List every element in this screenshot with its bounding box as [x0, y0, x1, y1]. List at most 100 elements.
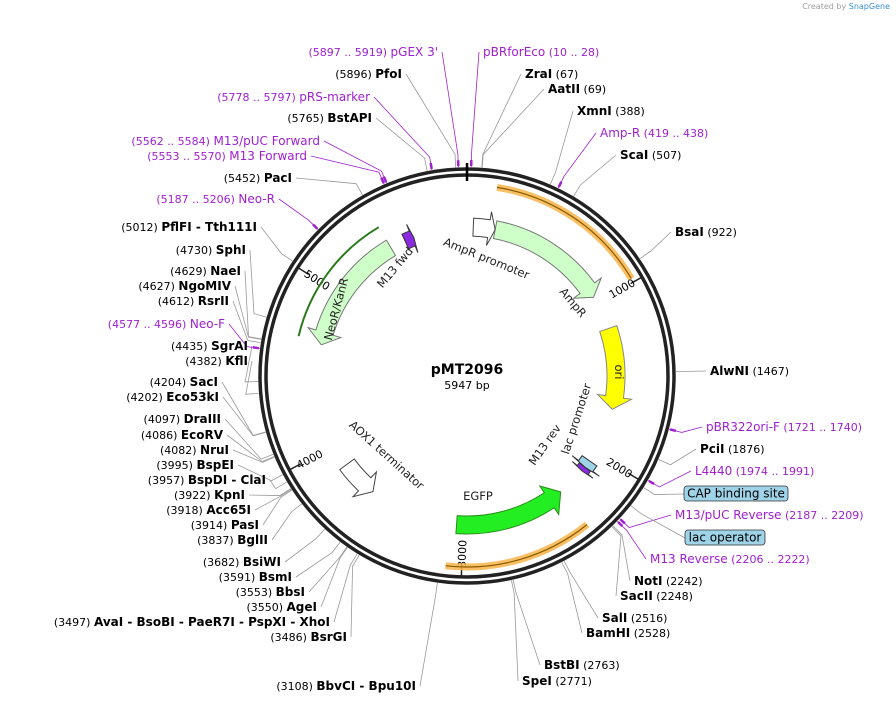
- enzyme-site: (3957) BspDI - ClaI: [148, 473, 266, 487]
- leader-line: [245, 360, 259, 395]
- enzyme-position: (3108): [276, 680, 316, 693]
- enzyme-site: (4382) KflI: [185, 354, 248, 368]
- feature-neor: [306, 239, 397, 346]
- feature-label: lac promoter: [558, 381, 594, 456]
- enzyme-site: ScaI (507): [620, 148, 681, 162]
- enzyme-position: (4204): [150, 376, 190, 389]
- enzyme-name: NgoMIV: [178, 279, 231, 293]
- enzyme-position: (2763): [580, 659, 620, 672]
- feature-egfp: [455, 485, 562, 535]
- enzyme-position: (3837): [197, 534, 237, 547]
- primer-site: (5778 .. 5797) pRS-marker: [217, 90, 370, 104]
- enzyme-name: NaeI: [210, 264, 241, 278]
- site-mark: [312, 223, 319, 230]
- enzyme-name: NruI: [200, 443, 229, 457]
- primer-site: pBRforEco (10 .. 28): [483, 45, 599, 59]
- enzyme-name: Acc65I: [206, 503, 251, 517]
- site-mark: [252, 346, 260, 350]
- orf-line: [497, 186, 632, 279]
- enzyme-site: (4730) SphI: [176, 243, 246, 257]
- enzyme-name: KflI: [225, 354, 248, 368]
- enzyme-name: XmnI: [577, 104, 612, 118]
- enzyme-name: SpeI: [522, 674, 552, 688]
- enzyme-position: (4629): [170, 265, 210, 278]
- primer-name: pBRforEco: [483, 45, 545, 59]
- enzyme-position: (5896): [335, 68, 375, 81]
- feature-ampr: [492, 220, 603, 299]
- leader-line: [470, 51, 480, 168]
- leader-line: [675, 370, 707, 373]
- enzyme-site: SpeI (2771): [522, 674, 592, 688]
- enzyme-site: AlwNI (1467): [710, 364, 789, 378]
- primer-site: Amp-R (419 .. 438): [600, 126, 708, 140]
- enzyme-position: (3914): [191, 519, 231, 532]
- enzyme-position: (3682): [203, 556, 243, 569]
- enzyme-name: AvaI - BsoBI - PaeR7I - PspXI - XhoI: [94, 615, 330, 629]
- boxed-label-bg: [683, 485, 789, 502]
- enzyme-position: (67): [552, 68, 578, 81]
- enzyme-site: (5452) PacI: [224, 171, 292, 185]
- leader-line: [373, 96, 433, 171]
- enzyme-position: (4627): [138, 280, 178, 293]
- leader-line: [375, 117, 428, 171]
- leader-line: [254, 488, 292, 511]
- leader-line: [295, 177, 363, 196]
- features: [297, 183, 635, 571]
- enzyme-position: (5012): [121, 221, 161, 234]
- primer-range: (2206 .. 2222): [728, 553, 810, 566]
- feature-m13-fwd: [401, 224, 419, 253]
- enzyme-site: (4612) RsrII: [158, 294, 229, 308]
- enzyme-position: (2242): [663, 575, 703, 588]
- enzyme-site: (4435) SgrAI: [171, 339, 248, 353]
- enzyme-position: (922): [704, 226, 737, 239]
- leader-line: [441, 51, 459, 168]
- enzyme-position: (3591): [219, 571, 259, 584]
- site-mark: [617, 521, 624, 528]
- leader-line: [284, 528, 326, 563]
- leader-line: [232, 300, 261, 344]
- leader-line: [295, 541, 341, 578]
- boxed-label-bg: [684, 529, 766, 546]
- tick-label: 4000: [294, 447, 325, 472]
- enzyme-name: BsrGI: [310, 630, 347, 644]
- primer-range: (4577 .. 4596): [108, 318, 190, 331]
- enzyme-name: BglII: [237, 533, 268, 547]
- primer-range: (5553 .. 5570): [147, 150, 229, 163]
- enzyme-position: (1467): [749, 365, 789, 378]
- enzyme-name: SacII: [620, 589, 653, 603]
- leader-line: [269, 479, 288, 490]
- enzyme-site: (3918) Acc65I: [166, 503, 251, 517]
- primer-site: (4577 .. 4596) Neo-F: [108, 317, 225, 331]
- leader-line: [561, 562, 583, 634]
- enzyme-site: (3682) BsiWI: [203, 555, 281, 569]
- leader-line: [333, 553, 358, 623]
- enzyme-position: (69): [580, 83, 606, 96]
- enzyme-position: (3497): [54, 616, 94, 629]
- enzyme-position: (2771): [552, 675, 592, 688]
- site-mark: [557, 181, 563, 188]
- enzyme-site: (3922) KpnI: [174, 488, 245, 502]
- enzyme-site: ZraI (67): [525, 67, 578, 81]
- enzyme-name: BsmI: [259, 570, 292, 584]
- primer-name: M13 Reverse: [650, 552, 728, 566]
- leader-line: [510, 580, 519, 682]
- enzyme-name: AatII: [548, 82, 580, 96]
- enzyme-name: BspDI - ClaI: [188, 473, 266, 487]
- primer-name: Amp-R: [600, 126, 640, 140]
- primer-range: (2187 .. 2209): [782, 509, 864, 522]
- feature-label: M13 rev: [526, 421, 564, 467]
- leader-line: [512, 579, 541, 666]
- leader-line: [308, 546, 348, 593]
- leader-line: [222, 396, 266, 437]
- primer-site: (5562 .. 5584) M13/pUC Forward: [131, 134, 320, 148]
- feature-m13-rev: [572, 461, 594, 479]
- enzyme-name: Eco53kI: [166, 390, 219, 404]
- enzyme-position: (1876): [725, 443, 765, 456]
- enzyme-site: (5765) BstAPI: [287, 111, 372, 125]
- primer-site: M13/pUC Reverse (2187 .. 2209): [675, 508, 864, 522]
- primer-site: M13 Reverse (2206 .. 2222): [650, 552, 810, 566]
- enzyme-position: (5765): [287, 112, 327, 125]
- boxed-label: lac operator: [689, 531, 762, 545]
- enzyme-site: (3591) BsmI: [219, 570, 292, 584]
- enzyme-name: DraIII: [184, 412, 221, 426]
